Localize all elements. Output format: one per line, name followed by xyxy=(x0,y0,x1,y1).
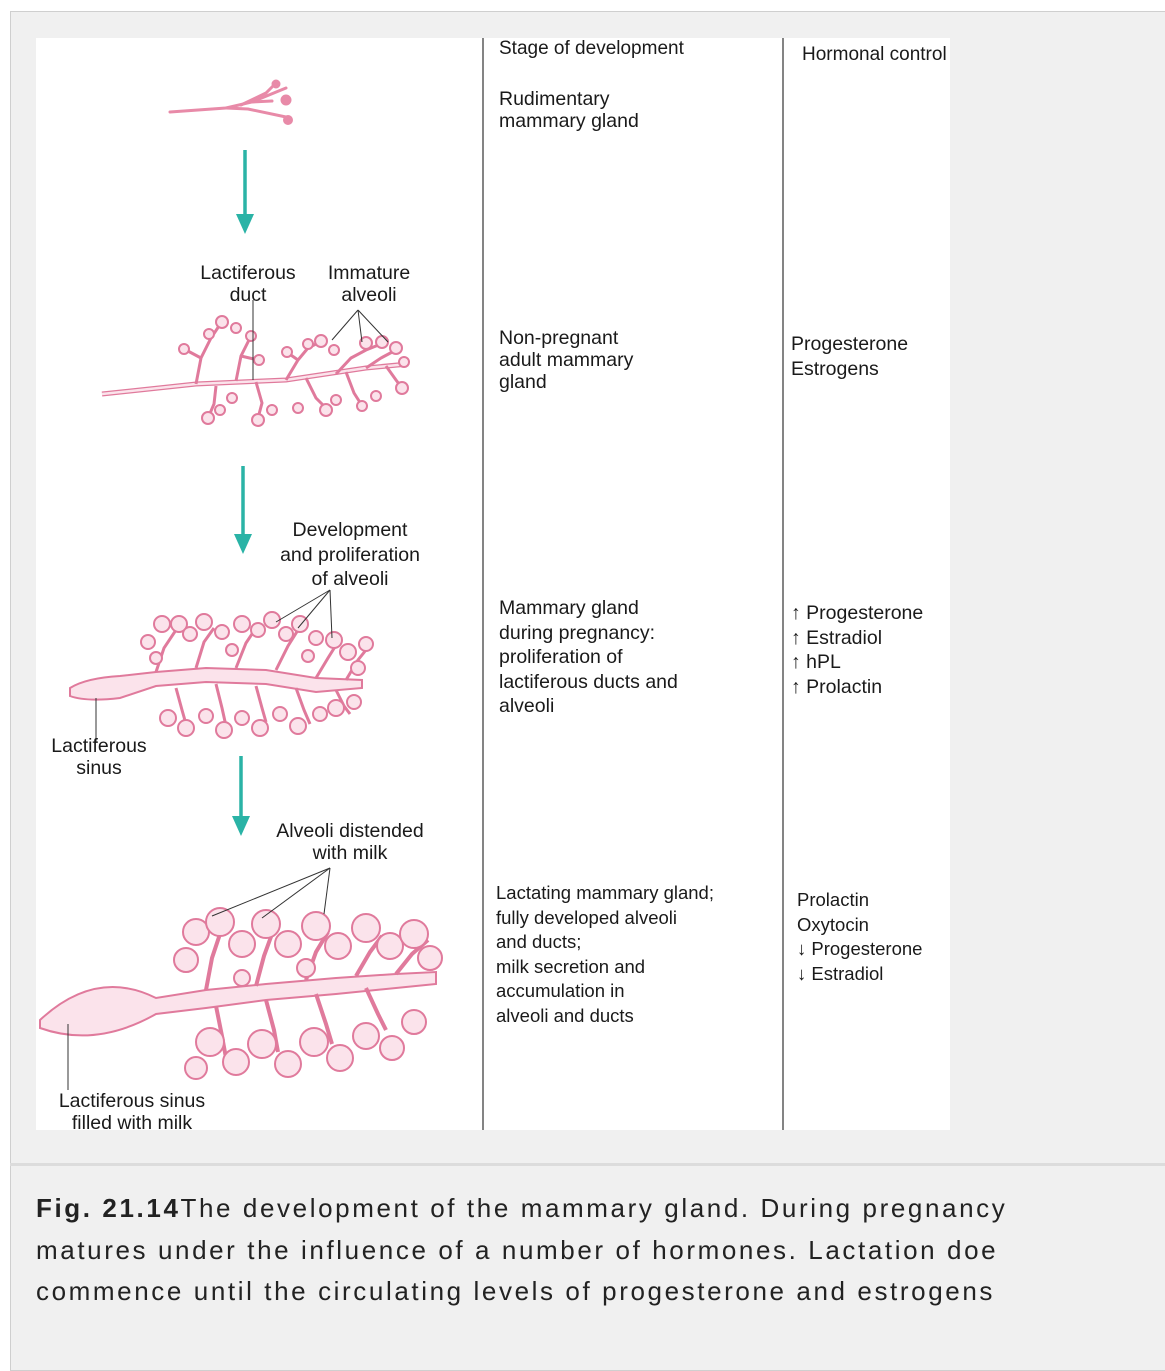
stage-4-hormones: Prolactin Oxytocin ↓ Progesterone ↓ Estr… xyxy=(797,889,923,984)
non-pregnant-gland-drawing xyxy=(101,315,410,427)
figure-drawing xyxy=(39,38,784,1130)
caption-line-2: matures under the influence of a number … xyxy=(36,1234,999,1265)
stage-arrows xyxy=(232,150,254,836)
label-lactiferous-duct: Lactiferous duct xyxy=(200,262,296,306)
label-immature-alveoli: Immature alveoli xyxy=(327,262,411,306)
stage-1-description: Rudimentary mammary gland xyxy=(499,88,639,132)
label-development-proliferation: Development and proliferation of alveoli xyxy=(280,519,420,590)
stage-3-description: Mammary gland during pregnancy: prolifer… xyxy=(499,597,678,717)
rudimentary-gland-drawing xyxy=(168,79,293,125)
pregnancy-gland-drawing xyxy=(69,611,374,739)
stage-2-hormones: Progesterone Estrogens xyxy=(791,333,909,380)
mammary-development-figure: Stage of development Hormonal control Ru… xyxy=(36,38,950,1134)
lactating-pointer-lines xyxy=(67,867,331,1090)
header-hormonal-control: Hormonal control xyxy=(802,44,947,65)
label-sinus-filled-with-milk: Lactiferous sinus filled with milk xyxy=(58,1090,206,1134)
caption-line-3: commence until the circulating levels of… xyxy=(36,1276,995,1306)
non-pregnant-pointer-lines xyxy=(252,300,389,380)
stage-3-hormones: ↑ Progesterone ↑ Estradiol ↑ hPL ↑ Prola… xyxy=(791,602,924,698)
caption-divider xyxy=(10,1163,1165,1166)
lactating-gland-drawing xyxy=(39,907,443,1080)
header-stage-of-development: Stage of development xyxy=(499,38,684,59)
figure-number: Fig. 21.14 xyxy=(36,1193,181,1223)
stage-4-description: Lactating mammary gland; fully developed… xyxy=(496,882,714,1026)
figure-caption: Fig. 21.14The development of the mammary… xyxy=(36,1188,1165,1313)
pregnancy-pointer-lines xyxy=(95,589,333,743)
stage-2-description: Non-pregnant adult mammary gland xyxy=(499,327,634,393)
label-alveoli-distended: Alveoli distended with milk xyxy=(276,820,424,864)
label-lactiferous-sinus: Lactiferous sinus xyxy=(51,735,147,779)
caption-line-1: The development of the mammary gland. Du… xyxy=(180,1193,1008,1223)
